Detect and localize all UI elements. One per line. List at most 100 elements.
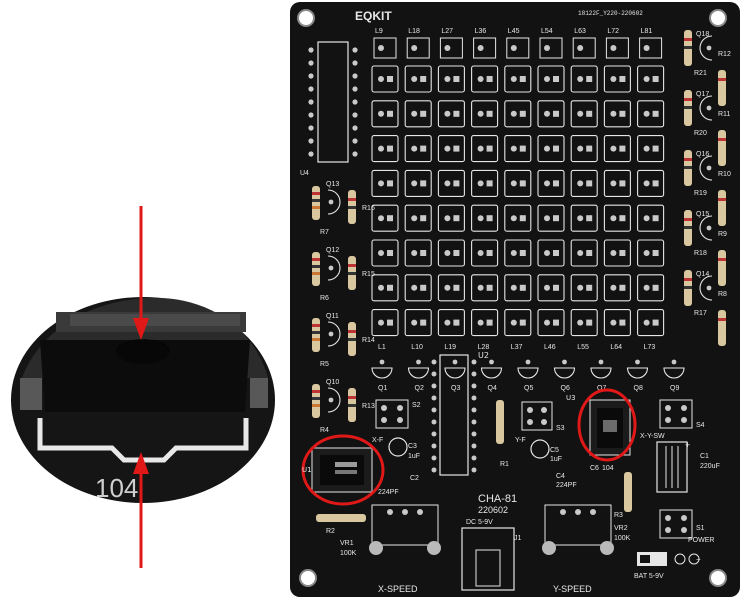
led-pad [411,145,418,152]
led-pad [652,319,659,326]
switch-s1-outline [659,509,693,539]
pad [328,331,334,337]
resistor [718,130,726,166]
led-pad [619,284,626,291]
pad [706,285,712,291]
pad [416,359,421,365]
led-pad [510,76,517,82]
pin [471,419,477,425]
led-pad [411,284,418,291]
transistor-label: Q3 [451,385,460,392]
led-pad [652,110,659,117]
resistor [624,472,632,512]
s1-label: S1 [696,525,705,532]
c3-label: C3 [408,443,417,450]
led-pad [519,215,526,222]
vr2-label: VR2 [614,525,628,532]
led-pad [519,145,526,152]
ic-socket-u4 [308,41,358,163]
led-pad [544,145,550,152]
led-pad [411,76,418,82]
led-pad [444,76,451,82]
led-outline [471,239,499,267]
transistor-outline [699,155,713,181]
led-pad [610,215,617,222]
resistor-band [718,138,726,141]
led-outline [637,169,665,197]
led-pad [477,215,484,222]
led-pad [378,319,384,326]
resistor-band [312,390,320,393]
transistor-outline [626,367,649,379]
resistor-band [312,206,320,209]
led-outline [404,169,432,197]
led-outline [603,309,631,337]
led-pad [652,250,659,256]
transistor-outline [444,367,466,379]
resistor-band [348,206,356,209]
resistor-label: R6 [320,295,329,302]
resistor-band [718,198,726,201]
resistor [718,190,726,226]
pin [431,467,437,473]
pin [352,86,358,92]
transistor-label: Q4 [488,385,497,392]
column-label: L9 [375,28,383,35]
highlight-circle-u1 [301,434,385,506]
resistor-band [348,264,356,267]
led-pad [610,284,617,291]
pin [352,112,358,118]
c4-value: 224PF [556,482,577,489]
led-pad [411,180,418,187]
led-outline [373,37,397,59]
led-pad [420,110,427,117]
transistor-label: Q9 [670,385,679,392]
xf-label: X-F [372,437,383,444]
led-outline [404,65,432,93]
led-pad [444,145,451,152]
led-pad [477,180,484,187]
row-label: L46 [544,344,556,351]
row-label: L64 [610,344,622,351]
led-pad [643,319,650,326]
resistor-band [348,330,356,333]
transistor-label: Q12 [326,247,339,254]
pin [471,383,477,389]
led-outline [437,169,465,197]
u4-label: U4 [300,170,309,177]
led-pad [553,145,559,152]
transistor-outline [699,95,713,121]
column-label: L54 [541,28,553,35]
led-outline [471,100,499,128]
led-pad [544,76,550,82]
led-outline [639,37,663,59]
led-pad [619,110,626,117]
transistor-outline [517,367,539,379]
led-outline [537,204,565,232]
led-outline [570,309,598,337]
led-outline [570,204,598,232]
led-outline [371,100,399,128]
c6-label: C6 [590,465,599,472]
led-outline [371,309,399,337]
led-outline [537,65,565,93]
column-label: L45 [508,28,520,35]
column-label: L18 [408,28,420,35]
led-pad [411,110,418,117]
led-outline [371,239,399,267]
led-pad [387,284,393,291]
resistor-band [312,258,320,261]
c2-value: 224PF [378,489,399,496]
yspeed-label: Y-SPEED [553,584,592,594]
resistor-label: R18 [694,250,707,257]
resistor [312,318,320,352]
led-outline [603,274,631,302]
resistor-band [684,46,692,49]
led-pad [486,284,493,291]
led-pad [586,250,593,256]
led-pad [378,45,384,51]
row-label: L55 [577,344,589,351]
led-pad [387,319,393,326]
pad [635,359,640,365]
